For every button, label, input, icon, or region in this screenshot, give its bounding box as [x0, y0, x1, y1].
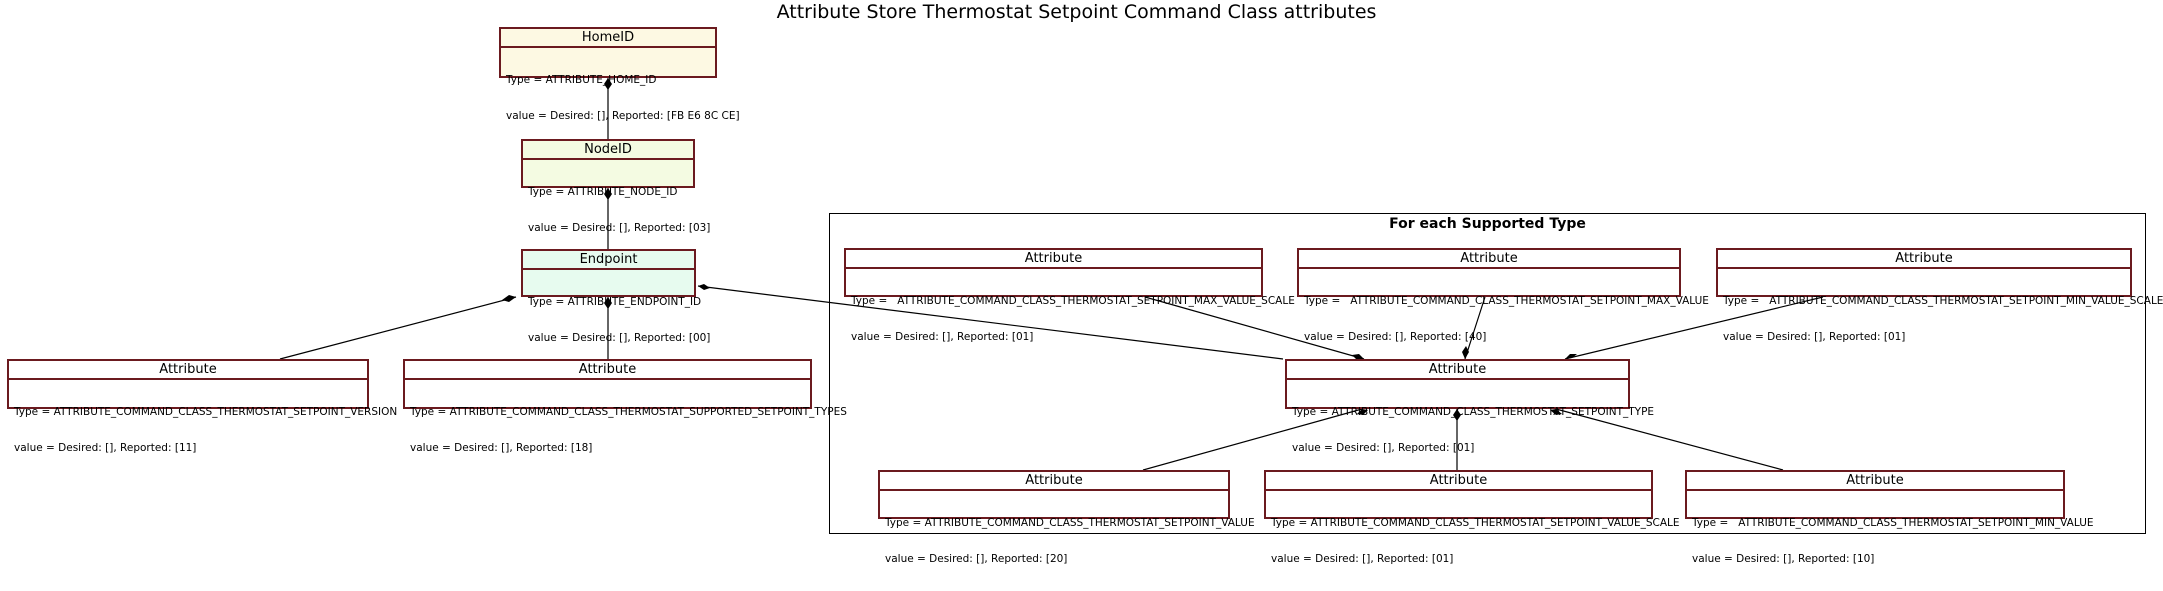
edge-maxscale-setpoint-type [1144, 296, 1365, 360]
relationship-edges [279, 78, 1824, 471]
edge-endpoint-setpoint-type [697, 285, 1284, 360]
node-type: Type = ATTRIBUTE_NODE_ID [528, 186, 678, 198]
node-value: value = Desired: [], Reported: [FB E6 8C… [506, 110, 740, 122]
attribute-setpoint-version-node[interactable]: Attribute Type = ATTRIBUTE_COMMAND_CLASS… [7, 359, 397, 454]
node-type: Type = ATTRIBUTE_COMMAND_CLASS_THERMOSTA… [1692, 517, 2094, 529]
attribute-supported-setpoint-types-node[interactable]: Attribute Type = ATTRIBUTE_COMMAND_CLASS… [403, 359, 847, 454]
node-title: Attribute [880, 472, 1228, 491]
node-title: Attribute [405, 361, 810, 380]
node-title: Attribute [1718, 250, 2130, 269]
node-title: Attribute [1266, 472, 1651, 491]
group-label: For each Supported Type [1389, 216, 1586, 232]
diamond-home-node [604, 78, 612, 90]
diamond-maxvalue-setpoint-type [1462, 346, 1469, 359]
attribute-setpoint-value-node[interactable]: Attribute Type = ATTRIBUTE_COMMAND_CLASS… [878, 470, 1255, 565]
edge-minscale-setpoint-type [1564, 296, 1824, 360]
diamond-endpoint-supported [604, 297, 612, 309]
nodeid-node[interactable]: NodeID Type = ATTRIBUTE_NODE_ID value = … [521, 139, 710, 234]
node-value: value = Desired: [], Reported: [20] [885, 553, 1068, 565]
edge-maxvalue-setpoint-type [1464, 296, 1486, 360]
edge-setpoint-type-value [1142, 408, 1363, 471]
node-type: Type = ATTRIBUTE_COMMAND_CLASS_THERMOSTA… [1723, 295, 2163, 307]
node-value: value = Desired: [], Reported: [01] [1271, 553, 1454, 565]
node-value: value = Desired: [], Reported: [01] [1292, 442, 1475, 454]
attribute-setpoint-value-scale-node[interactable]: Attribute Type = ATTRIBUTE_COMMAND_CLASS… [1264, 470, 1680, 565]
node-type: Type = ATTRIBUTE_COMMAND_CLASS_THERMOSTA… [1271, 517, 1680, 529]
node-value: value = Desired: [], Reported: [03] [528, 222, 711, 234]
node-type: Type = ATTRIBUTE_COMMAND_CLASS_THERMOSTA… [885, 517, 1255, 529]
diamond-node-endpoint [604, 188, 612, 200]
node-type: Type = ATTRIBUTE_COMMAND_CLASS_THERMOSTA… [1292, 406, 1655, 418]
diamond-setpoint-type-value-scale [1453, 409, 1461, 421]
diamond-setpoint-type-value [1357, 409, 1368, 415]
supported-type-group: For each Supported Type [829, 213, 2146, 534]
node-title: Endpoint [523, 251, 694, 270]
node-title: Attribute [1687, 472, 2063, 491]
node-title: Attribute [1287, 361, 1628, 380]
node-value: value = Desired: [], Reported: [01] [851, 331, 1034, 343]
attribute-min-value-scale-node[interactable]: Attribute Type = ATTRIBUTE_COMMAND_CLASS… [1716, 248, 2163, 343]
node-value: value = Desired: [], Reported: [00] [528, 332, 711, 344]
node-value: value = Desired: [], Reported: [01] [1723, 331, 1906, 343]
node-title: Attribute [9, 361, 367, 380]
node-type: Type = ATTRIBUTE_COMMAND_CLASS_THERMOSTA… [410, 406, 847, 418]
node-title: HomeID [501, 29, 715, 48]
attribute-min-value-node[interactable]: Attribute Type = ATTRIBUTE_COMMAND_CLASS… [1685, 470, 2094, 565]
node-value: value = Desired: [], Reported: [40] [1304, 331, 1487, 343]
node-type: Type = ATTRIBUTE_COMMAND_CLASS_THERMOSTA… [1304, 295, 1709, 307]
diamond-minscale-setpoint-type [1565, 354, 1577, 359]
node-value: value = Desired: [], Reported: [10] [1692, 553, 1875, 565]
node-type: Type = ATTRIBUTE_COMMAND_CLASS_THERMOSTA… [14, 406, 398, 418]
node-type: Type = ATTRIBUTE_ENDPOINT_ID [528, 296, 702, 308]
node-type: Type = ATTRIBUTE_HOME_ID [506, 74, 657, 86]
node-title: Attribute [1299, 250, 1679, 269]
diagram-title: Attribute Store Thermostat Setpoint Comm… [776, 1, 1377, 23]
node-type: Type = ATTRIBUTE_COMMAND_CLASS_THERMOSTA… [851, 295, 1295, 307]
node-title: NodeID [523, 141, 693, 160]
diamond-endpoint-version [502, 295, 516, 302]
diamond-endpoint-setpoint-type [698, 284, 710, 290]
attribute-max-value-scale-node[interactable]: Attribute Type = ATTRIBUTE_COMMAND_CLASS… [844, 248, 1295, 343]
endpoint-node[interactable]: Endpoint Type = ATTRIBUTE_ENDPOINT_ID va… [521, 249, 710, 344]
edge-endpoint-version [279, 296, 517, 360]
node-title: Attribute [846, 250, 1261, 269]
diamond-maxscale-setpoint-type [1352, 354, 1364, 360]
attribute-setpoint-type-node[interactable]: Attribute Type = ATTRIBUTE_COMMAND_CLASS… [1285, 359, 1654, 454]
attribute-max-value-node[interactable]: Attribute Type = ATTRIBUTE_COMMAND_CLASS… [1297, 248, 1709, 343]
node-value: value = Desired: [], Reported: [18] [410, 442, 593, 454]
diamond-setpoint-type-min-value [1550, 409, 1562, 415]
node-value: value = Desired: [], Reported: [11] [14, 442, 197, 454]
edge-setpoint-type-min-value [1555, 408, 1784, 471]
homeid-node[interactable]: HomeID Type = ATTRIBUTE_HOME_ID value = … [499, 27, 740, 122]
